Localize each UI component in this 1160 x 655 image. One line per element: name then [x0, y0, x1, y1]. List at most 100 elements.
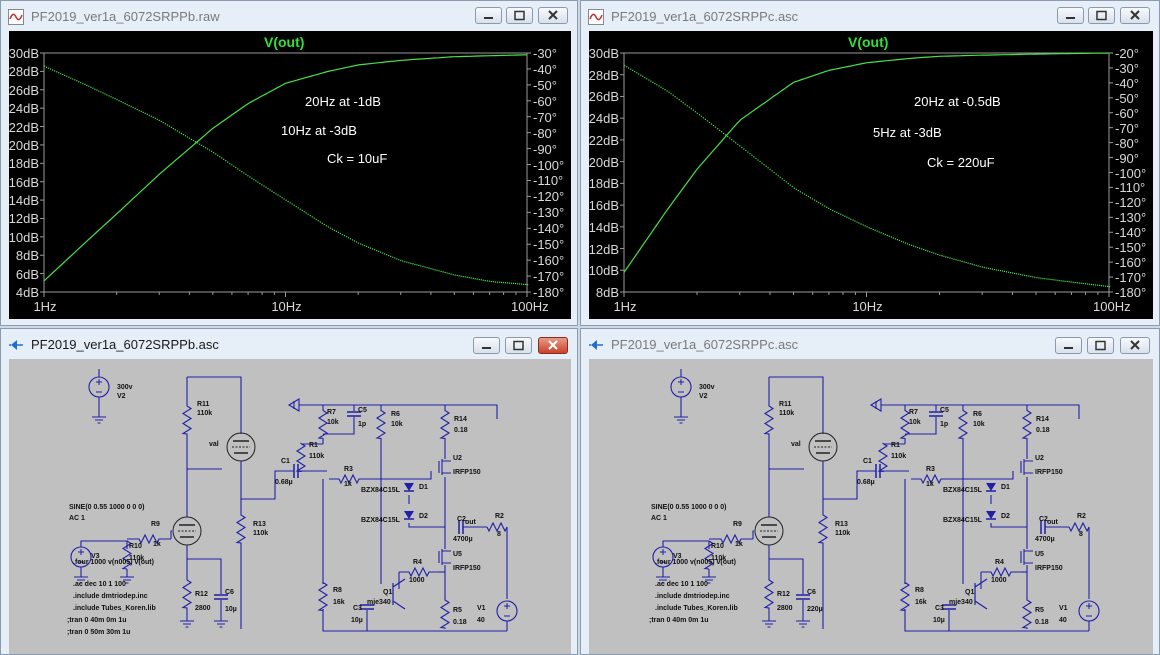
- wire[interactable]: [951, 471, 1014, 480]
- minimize-button[interactable]: [473, 337, 500, 354]
- spice-directive[interactable]: .include Tubes_Koren.lib: [73, 605, 156, 612]
- source-v1[interactable]: [1078, 600, 1100, 622]
- source-v2[interactable]: [670, 376, 692, 398]
- phase-trace[interactable]: [44, 65, 529, 286]
- wire[interactable]: [881, 404, 1080, 419]
- spice-directive[interactable]: ;tran 0 50m 30m 1u: [67, 629, 131, 636]
- spice-directive[interactable]: .include Tubes_Koren.lib: [655, 605, 738, 612]
- wire[interactable]: [752, 530, 754, 539]
- capacitor-c5[interactable]: [929, 411, 943, 417]
- plot-pane[interactable]: V(out) 20Hz at -1dB 10Hz at -3dB Ck = 10…: [9, 31, 571, 319]
- spice-directive[interactable]: .four 1000 v(n005) v(out): [73, 559, 154, 566]
- capacitor-c3[interactable]: [360, 604, 374, 610]
- resistor-r11[interactable]: [181, 401, 193, 439]
- magnitude-trace[interactable]: [43, 54, 528, 282]
- resistor-r7[interactable]: [899, 405, 911, 444]
- close-button[interactable]: [1120, 337, 1150, 354]
- maximize-button[interactable]: [506, 7, 533, 24]
- resistor-r12[interactable]: [763, 574, 775, 614]
- wire[interactable]: [408, 523, 445, 528]
- capacitor-c6[interactable]: [214, 594, 228, 600]
- spice-directive[interactable]: ;tran 0 40m 0m 1u: [67, 617, 127, 624]
- capacitor-c6[interactable]: [796, 594, 810, 600]
- source-v2[interactable]: [88, 376, 110, 398]
- tube-lower[interactable]: [172, 516, 202, 546]
- resistor-r5[interactable]: [439, 599, 451, 629]
- plot-window-b[interactable]: PF2019_ver1a_6072SRPPb.raw V(out) 20Hz a…: [0, 0, 578, 326]
- wire[interactable]: [662, 540, 710, 549]
- transistor-q1[interactable]: [392, 578, 406, 610]
- wire[interactable]: [322, 609, 507, 632]
- wire[interactable]: [299, 404, 498, 419]
- phase-trace[interactable]: [624, 65, 1111, 288]
- resistor-r10[interactable]: [121, 540, 133, 570]
- resistor-r5[interactable]: [1021, 599, 1033, 629]
- resistor-r14[interactable]: [1021, 405, 1033, 444]
- resistor-r2[interactable]: [1068, 521, 1090, 533]
- resistor-r13[interactable]: [235, 509, 247, 549]
- maximize-button[interactable]: [1088, 7, 1115, 24]
- magnitude-trace[interactable]: [623, 52, 1110, 273]
- resistor-r12[interactable]: [181, 574, 193, 614]
- maximize-button[interactable]: [1087, 337, 1114, 354]
- schematic-drawing[interactable]: [589, 359, 1153, 654]
- tube-lower[interactable]: [754, 516, 784, 546]
- resistor-r1[interactable]: [877, 442, 889, 473]
- wire[interactable]: [240, 461, 294, 500]
- zener-d1[interactable]: [404, 483, 414, 492]
- resistor-r2[interactable]: [486, 521, 508, 533]
- maximize-button[interactable]: [505, 337, 532, 354]
- resistor-r9[interactable]: [709, 533, 753, 545]
- zener-d2[interactable]: [986, 511, 996, 520]
- resistor-r13[interactable]: [817, 509, 829, 549]
- wire[interactable]: [369, 471, 432, 480]
- resistor-r8[interactable]: [899, 581, 911, 612]
- capacitor-c5[interactable]: [347, 411, 361, 417]
- wire[interactable]: [905, 417, 937, 435]
- wire[interactable]: [187, 376, 242, 434]
- wire[interactable]: [80, 540, 128, 549]
- minimize-button[interactable]: [1057, 7, 1084, 24]
- spice-directive[interactable]: ;tran 0 40m 0m 1u: [649, 617, 709, 624]
- resistor-r9[interactable]: [127, 533, 171, 545]
- resistor-r6[interactable]: [957, 405, 969, 444]
- wire[interactable]: [990, 523, 1027, 528]
- resistor-r11[interactable]: [763, 401, 775, 439]
- minimize-button[interactable]: [1055, 337, 1082, 354]
- mosfet-u2[interactable]: [438, 459, 451, 475]
- resistor-r10[interactable]: [703, 540, 715, 570]
- source-v1[interactable]: [496, 600, 518, 622]
- wire[interactable]: [769, 376, 824, 434]
- spice-directive[interactable]: .ac dec 10 1 100: [655, 581, 708, 588]
- resistor-r4[interactable]: [981, 566, 1021, 578]
- mosfet-u5[interactable]: [1020, 549, 1033, 565]
- trace-label[interactable]: V(out): [264, 34, 305, 50]
- capacitor-c3[interactable]: [942, 604, 956, 610]
- spice-directive[interactable]: .include dmtriodep.inc: [73, 593, 148, 600]
- trace-label[interactable]: V(out): [848, 34, 889, 50]
- transistor-q1[interactable]: [974, 578, 988, 610]
- close-button[interactable]: [1120, 7, 1150, 24]
- plot-window-c[interactable]: PF2019_ver1a_6072SRPPc.asc V(out) 20Hz a…: [580, 0, 1160, 326]
- close-button[interactable]: [538, 7, 568, 24]
- resistor-r3[interactable]: [911, 473, 951, 485]
- close-button[interactable]: [538, 337, 568, 354]
- title-bar[interactable]: PF2019_ver1a_6072SRPPb.raw: [1, 1, 577, 31]
- wire[interactable]: [769, 558, 804, 594]
- bode-plot[interactable]: [9, 31, 571, 319]
- plot-pane[interactable]: V(out) 20Hz at -0.5dB 5Hz at -3dB Ck = 2…: [589, 31, 1153, 319]
- spice-directive[interactable]: .include dmtriodep.inc: [655, 593, 730, 600]
- bode-plot[interactable]: [589, 31, 1153, 319]
- spice-directive[interactable]: .ac dec 10 1 100: [73, 581, 126, 588]
- spice-directive[interactable]: .four 1000 v(n005) v(out): [655, 559, 736, 566]
- minimize-button[interactable]: [475, 7, 502, 24]
- wire[interactable]: [323, 417, 355, 435]
- mosfet-u5[interactable]: [438, 549, 451, 565]
- zener-d1[interactable]: [986, 483, 996, 492]
- resistor-r1[interactable]: [295, 442, 307, 473]
- resistor-r6[interactable]: [375, 405, 387, 444]
